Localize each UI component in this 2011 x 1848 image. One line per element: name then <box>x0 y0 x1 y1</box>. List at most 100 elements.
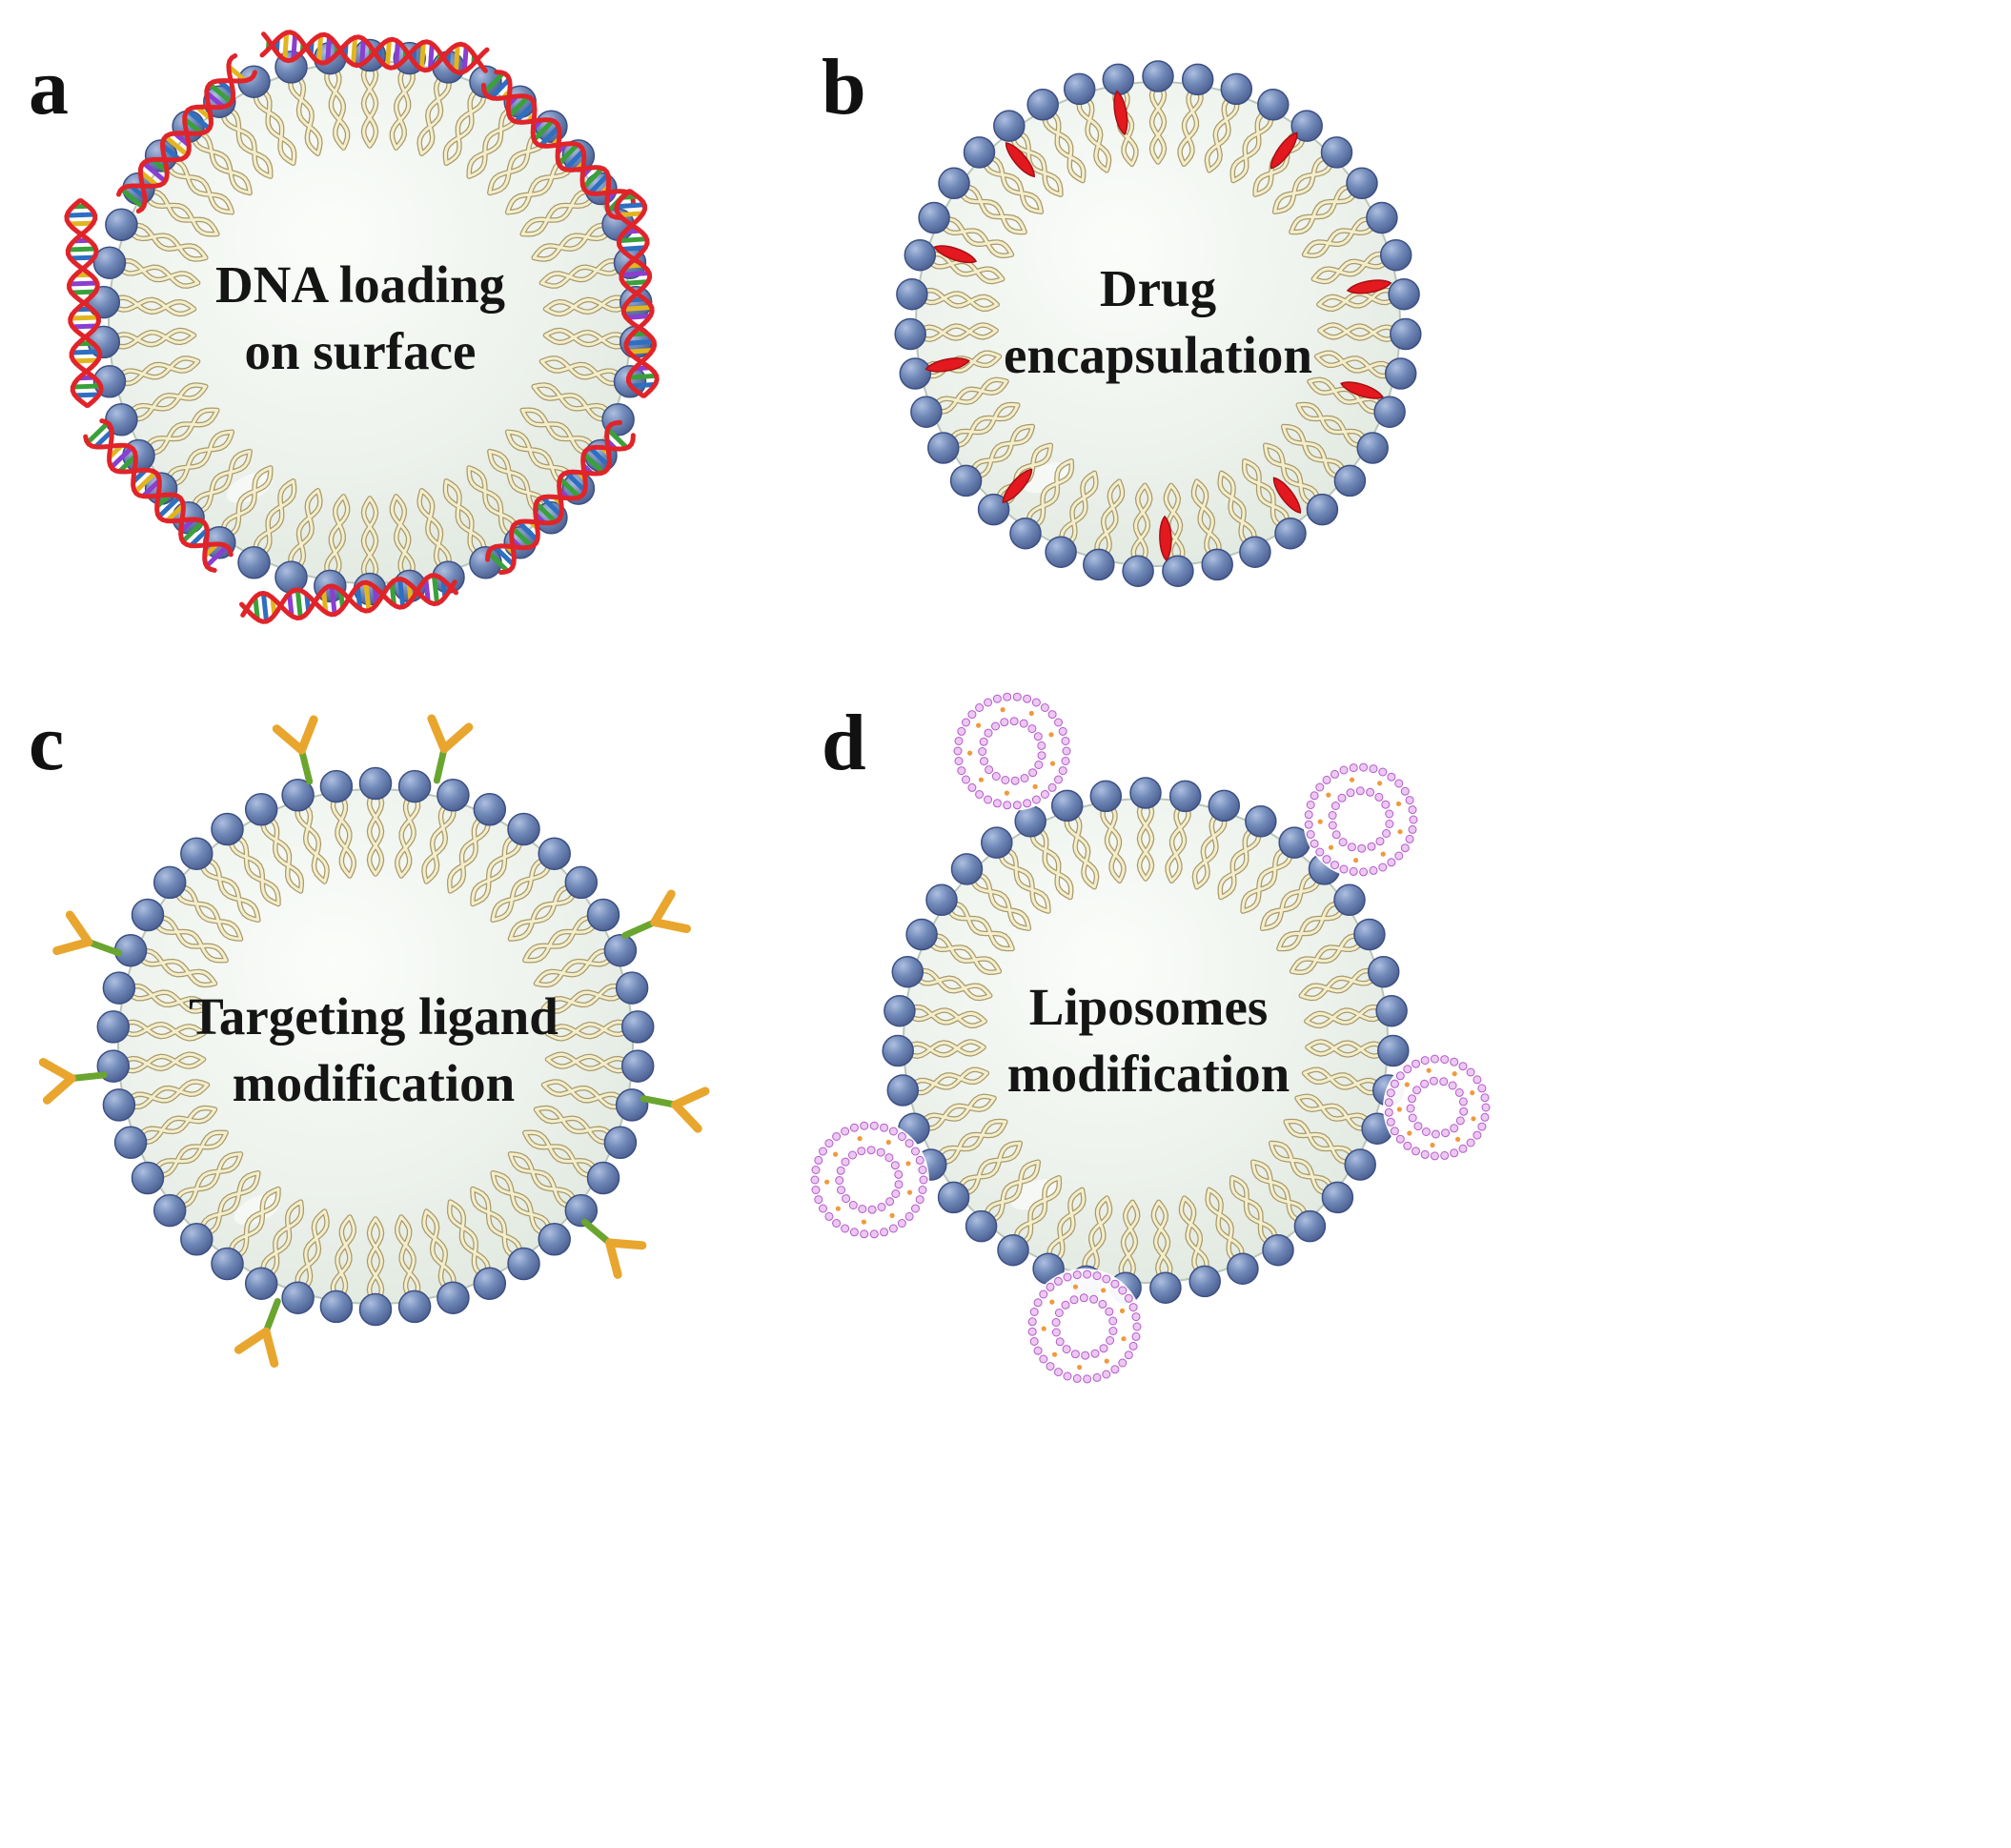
lipid-head <box>92 246 127 279</box>
lipid-tail <box>422 1209 456 1294</box>
lipid-head <box>102 971 136 1005</box>
lipid-tail <box>546 1020 634 1041</box>
panel-a <box>64 30 660 624</box>
liposome-outer-dot <box>1118 1358 1127 1368</box>
dna-rung <box>619 236 647 244</box>
liposome-mid-dot <box>1404 1082 1410 1087</box>
ligand-arm <box>261 1327 279 1369</box>
lipid-head <box>1181 63 1214 96</box>
ligand-stem <box>433 745 448 784</box>
lipid-tail <box>956 1142 1022 1196</box>
liposome-outer-dot <box>1395 1071 1405 1081</box>
lipid-tail <box>520 190 598 236</box>
liposome-inner-dot <box>891 1189 901 1198</box>
liposome-outer-dot <box>1458 1062 1468 1071</box>
liposome-outer-dot <box>1412 1059 1420 1068</box>
lipid-head <box>1320 136 1353 169</box>
liposome-mid-dot <box>1377 781 1383 786</box>
liposome-outer-dot <box>1405 796 1414 805</box>
liposome-inner-dot <box>1382 829 1391 838</box>
liposome-outer-dot <box>1450 1148 1459 1158</box>
liposome-mid-dot <box>978 777 984 782</box>
liposome-outer-dot <box>918 1186 927 1194</box>
lipid-tail <box>221 466 273 539</box>
lipid-head <box>281 779 315 812</box>
lipid-tail <box>117 1052 205 1073</box>
liposome-inner-dot <box>1367 842 1376 851</box>
liposome-outer-dot <box>984 795 993 804</box>
dna-strand <box>614 189 660 398</box>
ligand-stem <box>621 919 659 939</box>
lipid-head <box>1390 317 1422 351</box>
liposome-outer-dot <box>1102 1370 1111 1379</box>
liposome-mid-dot <box>1077 1365 1083 1371</box>
liposome-inner-dot <box>1338 838 1348 847</box>
liposome-outer-dot <box>1023 799 1032 808</box>
dna-rung <box>132 470 157 495</box>
dna-rung <box>160 143 181 162</box>
liposome-mid-dot <box>1072 1284 1079 1290</box>
liposome-outer-dot <box>1058 766 1067 776</box>
lipid-tail <box>229 1188 280 1261</box>
dna-rung <box>351 37 358 65</box>
targeting-ligand <box>640 1086 710 1133</box>
lipid-tail <box>1178 83 1203 166</box>
lipid-tail <box>367 1217 384 1306</box>
liposome-mid-dot <box>1041 1326 1046 1331</box>
lipid-head <box>1142 60 1174 92</box>
lipid-tail <box>906 1067 988 1095</box>
dna-rung <box>85 421 110 445</box>
liposome-outer-dot <box>897 1219 906 1228</box>
lipid-head <box>1227 1252 1259 1285</box>
liposome-outer-dot <box>1027 1317 1037 1327</box>
lipid-head <box>1375 994 1408 1027</box>
lipid-tail <box>1303 217 1378 257</box>
drug-molecule <box>1346 279 1392 294</box>
ligand-arm <box>427 714 449 754</box>
liposome-outer-dot <box>811 1186 821 1194</box>
dna-rung <box>93 429 113 449</box>
lipid-tail <box>1149 80 1167 164</box>
liposome-outer-dot <box>869 1229 879 1239</box>
dna-rung <box>418 42 426 70</box>
lipid-head <box>538 1223 571 1256</box>
dna-strand <box>498 419 623 576</box>
lipid-head <box>319 769 354 803</box>
lipid-tail <box>444 85 486 165</box>
dna-rung <box>482 71 505 94</box>
dna-rung <box>117 454 137 474</box>
liposome-inner-dot <box>1099 1344 1108 1353</box>
lipid-tail <box>396 1215 420 1303</box>
dna-strand <box>239 573 458 624</box>
liposome-outer-dot <box>1477 1122 1487 1131</box>
lipid-tail <box>390 62 415 150</box>
panel-c-title-line1: Targeting ligand <box>189 987 559 1046</box>
liposome-outer-dot <box>954 737 964 745</box>
lipid-tail <box>1230 1176 1277 1248</box>
liposome-outer-dot <box>1003 801 1012 810</box>
panel-c <box>38 714 710 1369</box>
liposome-outer-dot <box>1012 801 1022 810</box>
liposome-mid-dot <box>833 1151 839 1157</box>
lipid-head <box>473 1267 507 1300</box>
lipid-head <box>507 1247 540 1281</box>
lipid-tail <box>1101 800 1126 883</box>
liposome-inner-dot <box>1357 843 1367 853</box>
ligand-arm <box>42 1073 76 1105</box>
dna-rung <box>486 551 510 574</box>
lipid-head <box>1290 110 1323 142</box>
lipid-tail <box>925 934 1001 974</box>
liposome-outer-dot <box>1132 1322 1142 1331</box>
lipid-head <box>437 1281 470 1314</box>
lipid-tail <box>491 1171 553 1237</box>
dna-rung <box>557 142 579 166</box>
lipid-tail <box>902 1040 985 1058</box>
lipid-tail <box>191 129 252 194</box>
lipid-tail <box>198 856 260 922</box>
lipid-tail <box>1137 797 1154 881</box>
drug-molecule <box>1113 90 1128 136</box>
liposome-outer-dot <box>860 1229 869 1239</box>
liposome-outer-dot <box>1033 1298 1043 1308</box>
dna-rung <box>291 33 298 60</box>
drug-shape <box>1270 132 1298 170</box>
